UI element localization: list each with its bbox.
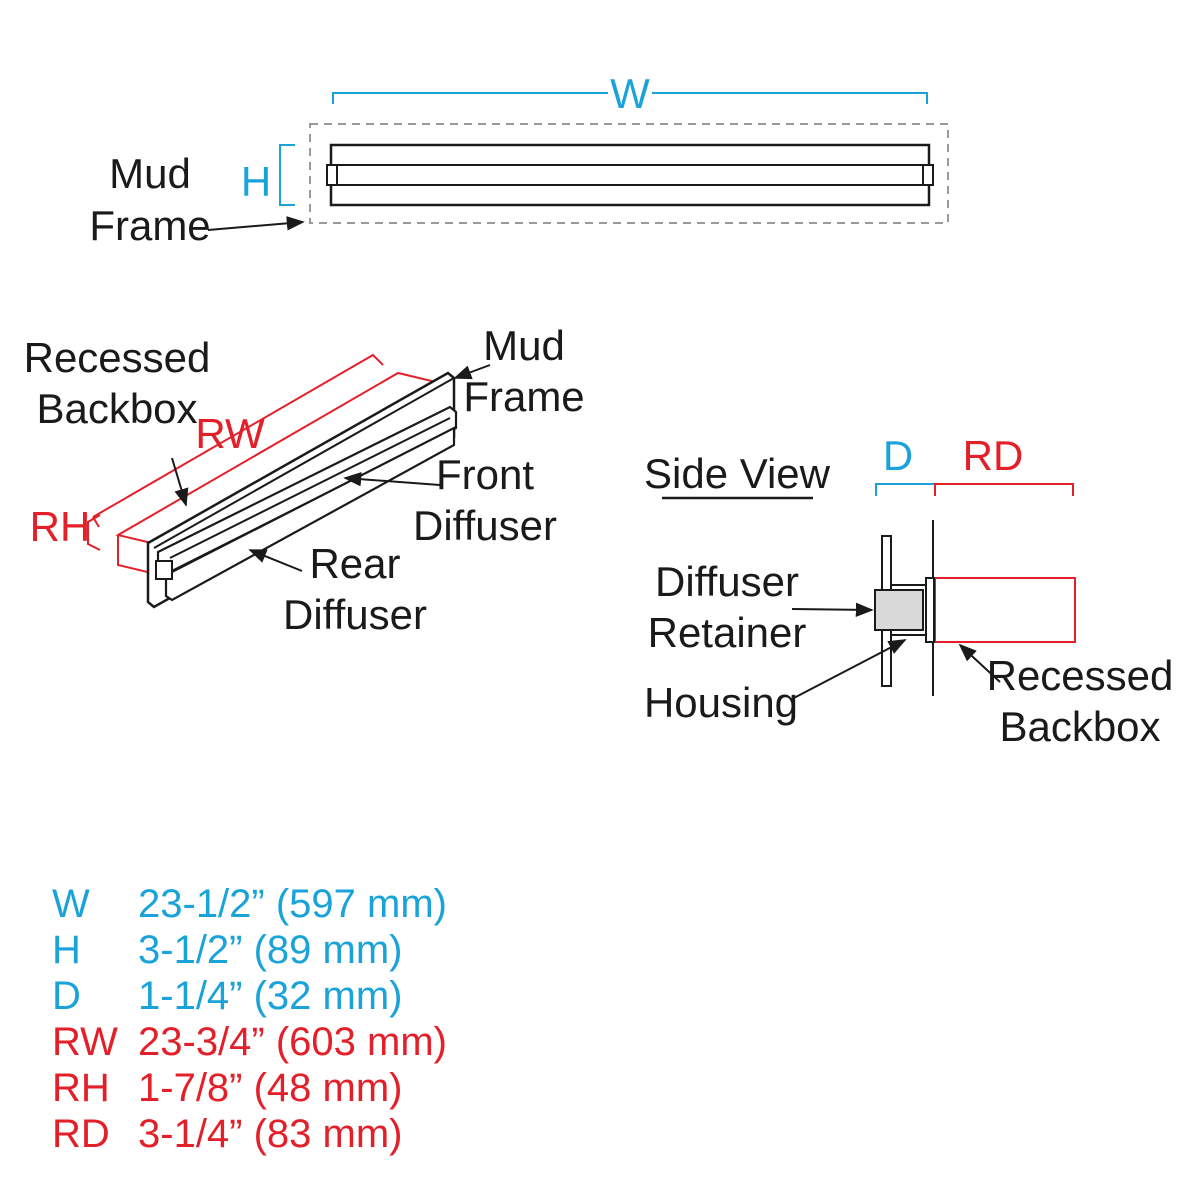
rear-diffuser-leader [248, 549, 303, 572]
iso-mud-frame-label-bottom: Frame [463, 373, 584, 420]
front-diffuser-label-top: Front [436, 451, 534, 498]
isometric-view: RW RH Recessed Backbox Mud Frame Front D… [24, 322, 585, 638]
rear-diffuser-blade [164, 426, 456, 602]
diffuser-retainer-leader [791, 602, 874, 617]
legend-key: RW [52, 1020, 118, 1064]
mud-frame-leader [207, 216, 305, 231]
side-recessed-backbox [934, 577, 1076, 643]
mud-frame-label-bottom: Frame [89, 202, 210, 249]
legend-key: D [52, 974, 81, 1018]
rear-diffuser-label-bottom: Diffuser [283, 591, 427, 638]
w-dimension-bracket [332, 92, 928, 104]
iso-mud-frame-leader [453, 364, 491, 380]
legend-value: 3-1/2” (89 mm) [138, 928, 403, 972]
side-recessed-backbox-leader [958, 643, 1001, 683]
h-dimension-label: H [241, 158, 271, 205]
rd-dimension-bracket [934, 483, 1074, 496]
housing-leader [789, 639, 907, 701]
legend-value: 3-1/4” (83 mm) [138, 1112, 403, 1156]
legend-key: RH [52, 1066, 110, 1110]
side-recessed-backbox-label-top: Recessed [987, 652, 1174, 699]
rh-dimension-label: RH [30, 503, 91, 550]
legend-value: 23-3/4” (603 mm) [138, 1020, 447, 1064]
left-end-tab [326, 164, 338, 186]
diffuser-retainer-block [874, 589, 924, 631]
iso-mud-frame-edge [153, 377, 455, 549]
recessed-backbox-label-top: Recessed [24, 334, 211, 381]
front-diffuser-label-bottom: Diffuser [413, 502, 557, 549]
diffuser-retainer-label-top: Diffuser [655, 558, 799, 605]
legend-value: 1-1/4” (32 mm) [138, 974, 403, 1018]
right-end-tab [922, 164, 934, 186]
h-dimension-bracket [279, 144, 295, 206]
iso-end-tab [155, 560, 173, 580]
rd-dimension-label: RD [963, 432, 1024, 479]
rear-diffuser-label-top: Rear [309, 540, 400, 587]
top-view: W H Mud Frame [89, 70, 949, 249]
iso-mud-frame-label-top: Mud [483, 322, 565, 369]
side-view-title: Side View [644, 450, 831, 497]
recessed-backbox-label-bottom: Backbox [36, 385, 197, 432]
side-backbox-flange [925, 577, 935, 643]
legend-value: 23-1/2” (597 mm) [138, 882, 447, 926]
mud-frame-outline [309, 123, 949, 224]
recessed-backbox-leader [171, 457, 189, 507]
front-diffuser-leader [343, 472, 441, 487]
w-dimension-label: W [610, 70, 650, 117]
d-dimension-bracket [875, 483, 936, 496]
housing-face [329, 143, 931, 207]
dimension-legend: W 23-1/2” (597 mm) H 3-1/2” (89 mm) D 1-… [52, 882, 447, 1156]
front-diffuser-inner-line [169, 417, 451, 559]
legend-key: W [52, 882, 90, 926]
d-dimension-label: D [883, 432, 913, 479]
legend-value: 1-7/8” (48 mm) [138, 1066, 403, 1110]
diffuser-retainer-label-bottom: Retainer [648, 609, 807, 656]
rh-dimension-bracket [87, 514, 101, 551]
legend-key: RD [52, 1112, 110, 1156]
rw-dimension-label: RW [195, 410, 265, 457]
side-recessed-backbox-label-bottom: Backbox [999, 703, 1160, 750]
legend-key: H [52, 928, 81, 972]
mud-frame-label-top: Mud [109, 150, 191, 197]
housing-label: Housing [644, 679, 798, 726]
side-view: Side View D RD Diffuser Retainer Housing… [644, 432, 1173, 750]
